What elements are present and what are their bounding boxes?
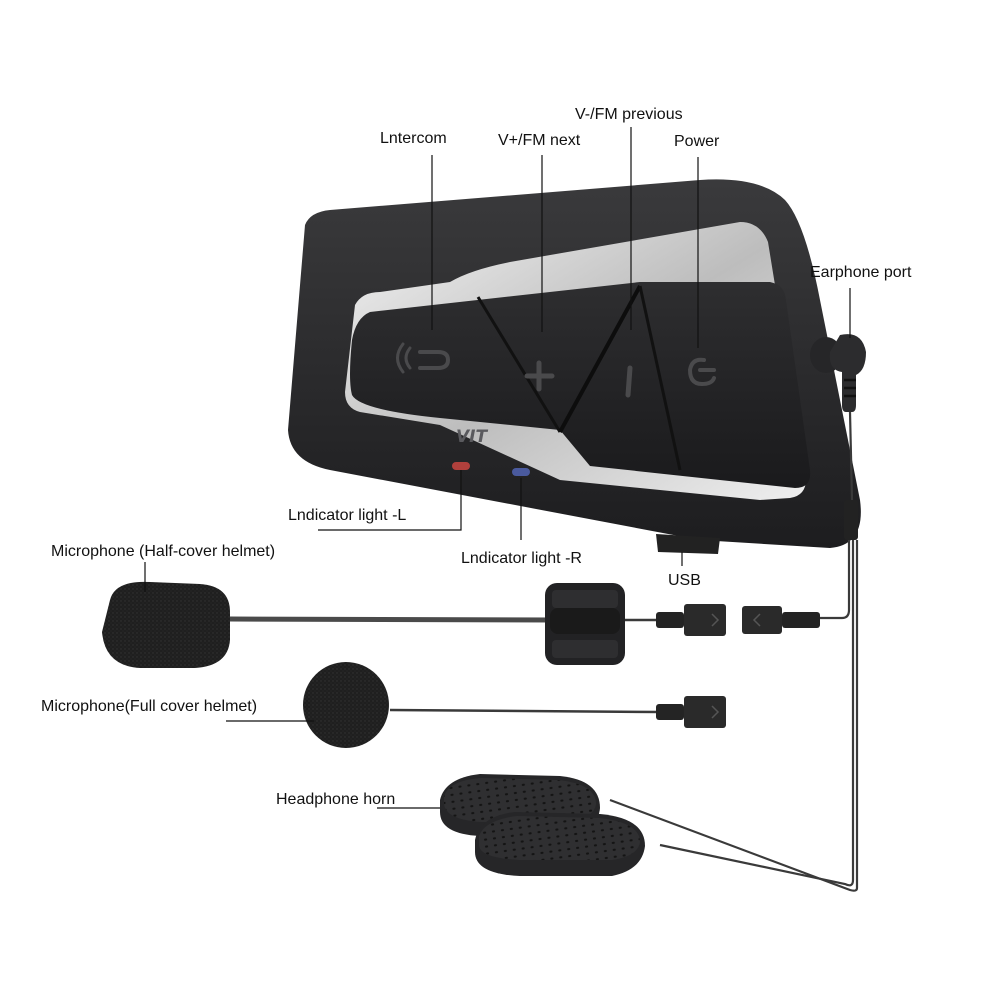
callout-mic-half: Microphone (Half-cover helmet) xyxy=(51,543,276,560)
full-mic-connector xyxy=(656,696,726,728)
intercom-icon xyxy=(418,350,451,370)
mic-mount-plate xyxy=(545,583,625,665)
volume-up-button[interactable] xyxy=(524,360,555,392)
indicator-light-left xyxy=(452,462,470,470)
mic-connector-male xyxy=(656,604,726,636)
callout-earphone-port: Earphone port xyxy=(810,264,912,281)
callout-volume-up: V+/FM next xyxy=(498,132,581,149)
callout-volume-down: V-/FM previous xyxy=(575,106,683,123)
usb-port[interactable] xyxy=(656,534,720,554)
earphone-port-plug[interactable] xyxy=(810,334,866,412)
button-pad xyxy=(350,282,811,488)
power-icon xyxy=(687,357,716,387)
power-button[interactable] xyxy=(687,357,716,387)
leader-lines xyxy=(144,127,851,809)
callout-headphone: Headphone horn xyxy=(276,791,396,808)
callout-intercom: Lntercom xyxy=(380,130,447,147)
brand-logo: VIT xyxy=(456,427,488,447)
callout-usb: USB xyxy=(668,572,701,589)
callout-indicator-left: Lndicator light -L xyxy=(288,507,407,524)
cables xyxy=(229,411,859,892)
plus-icon xyxy=(524,360,555,392)
headset-connector-female xyxy=(742,606,820,634)
callout-mic-full: Microphone(Full cover helmet) xyxy=(41,698,258,715)
volume-down-button[interactable] xyxy=(625,365,633,398)
intercom-device: VIT xyxy=(288,179,866,554)
headphone-speakers xyxy=(440,774,645,876)
callout-power: Power xyxy=(674,133,720,150)
mic-half-foam xyxy=(102,581,230,668)
callout-indicator-right: Lndicator light -R xyxy=(461,550,582,567)
intercom-button[interactable] xyxy=(396,342,451,374)
mic-full-foam xyxy=(303,662,389,748)
minus-icon xyxy=(625,365,633,398)
indicator-light-right xyxy=(512,468,530,476)
leader-indicator-left xyxy=(318,470,462,531)
